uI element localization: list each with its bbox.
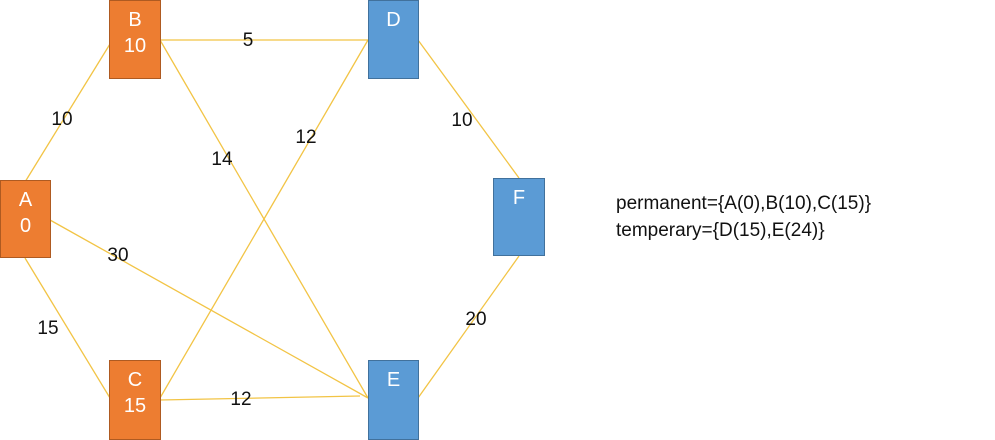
node-d-label: D	[386, 9, 401, 31]
edge-cd-line	[159, 39, 369, 399]
node-f-label: F	[512, 187, 526, 209]
edge-ef-weight: 20	[465, 309, 486, 330]
edge-ab: 10	[24, 43, 111, 183]
edge-ef-line	[417, 255, 520, 399]
node-a-distance: 0	[19, 215, 32, 237]
edge-cd: 12	[159, 39, 369, 399]
temporary-set-text: temperary={D(15),E(24)}	[616, 220, 825, 241]
node-d: D	[368, 0, 419, 79]
edge-ae-line	[49, 219, 369, 399]
edge-cd-weight: 12	[295, 127, 316, 148]
node-f: F	[493, 178, 545, 256]
edge-ac-line	[24, 257, 111, 399]
node-e: E	[368, 360, 419, 440]
edge-ef: 20	[417, 255, 520, 399]
edge-bd: 5	[160, 30, 368, 51]
edge-df: 10	[417, 39, 520, 179]
edge-ae: 30	[49, 219, 369, 399]
edge-ac-weight: 15	[37, 318, 58, 339]
edge-ce-weight: 12	[230, 389, 251, 410]
node-b-distance: 10	[123, 35, 147, 57]
node-b: B 10	[109, 0, 161, 79]
edge-bd-weight: 5	[243, 30, 254, 51]
edge-ce-line	[159, 395, 361, 401]
permanent-set-text: permanent={A(0),B(10),C(15)}	[616, 193, 872, 214]
node-c-label: C	[127, 369, 143, 391]
edge-ce: 12	[159, 389, 361, 410]
edge-df-line	[417, 39, 520, 179]
node-a-label: A	[18, 189, 33, 211]
edge-ae-weight: 30	[107, 245, 128, 266]
status-panel: permanent={A(0),B(10),C(15)} temperary={…	[616, 190, 871, 244]
edge-be-weight: 14	[211, 149, 233, 170]
node-c-distance: 15	[123, 395, 147, 417]
node-c: C 15	[109, 360, 161, 440]
edge-ac: 15	[24, 257, 111, 399]
edge-df-weight: 10	[451, 110, 472, 131]
node-a: A 0	[0, 180, 51, 258]
edge-ab-line	[24, 43, 111, 183]
node-e-label: E	[386, 369, 401, 391]
node-b-label: B	[128, 9, 142, 31]
edge-ab-weight: 10	[51, 109, 72, 130]
